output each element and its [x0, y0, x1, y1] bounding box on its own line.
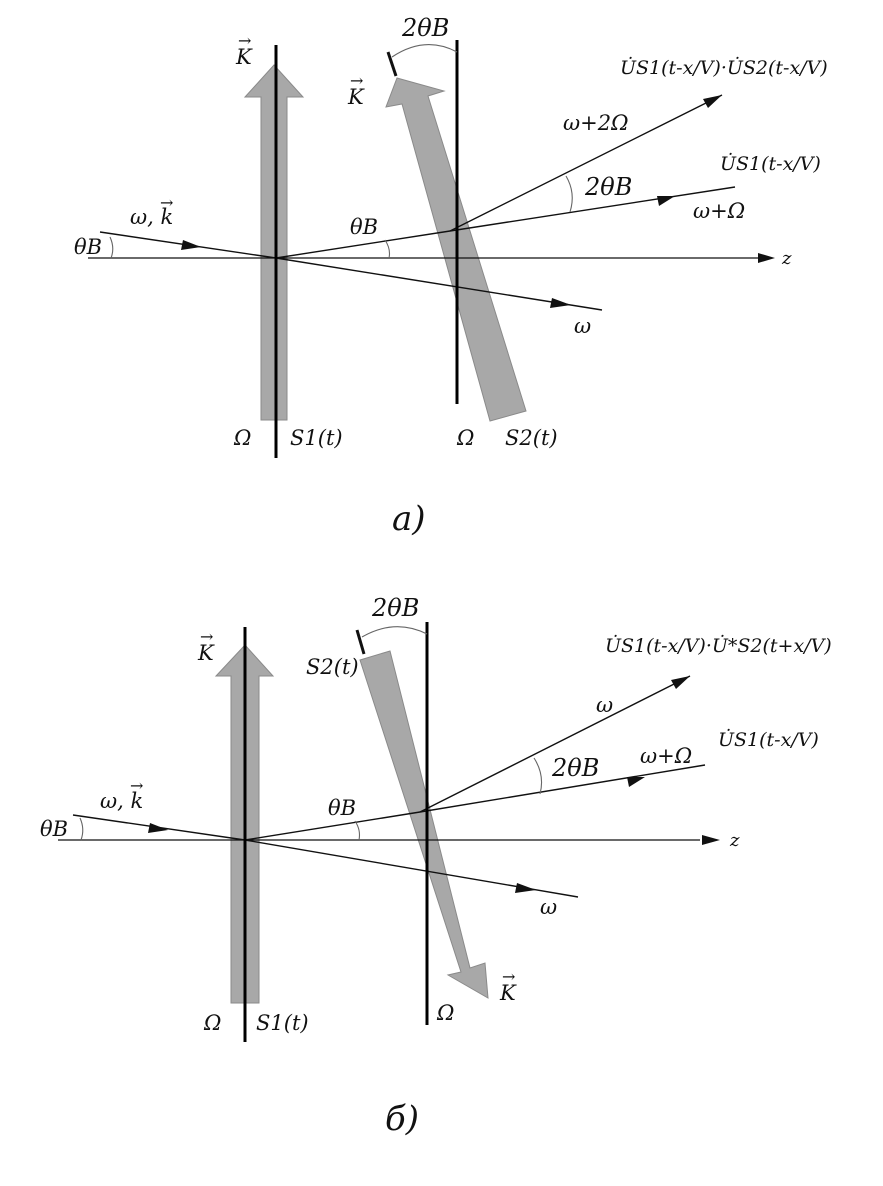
- transmitted-ray-arrowhead: [550, 298, 571, 308]
- svg-text:→: →: [350, 71, 363, 90]
- two-theta-arc-mid: [565, 175, 573, 213]
- two-theta-label-top: 2θB: [401, 14, 449, 42]
- theta-label-mid: θB: [350, 215, 378, 239]
- omega-cell-1-label: Ω: [233, 426, 251, 450]
- acoustic-beam-1: [243, 64, 305, 421]
- caption-b: б): [385, 1099, 419, 1139]
- unshifted-up-ray: [419, 675, 691, 813]
- input-wave-label: ω, k: [100, 789, 143, 813]
- diagram-a: K → K → 2θB U̇S1(t-x/V)·U̇S2(t-x/V) ω+2Ω…: [74, 14, 828, 539]
- output-product-label: U̇S1(t-x/V)·U̇S2(t-x/V): [620, 57, 828, 79]
- two-theta-label-mid: 2θB: [551, 754, 599, 782]
- svg-text:→: →: [160, 193, 173, 212]
- theta-arc-left: [109, 236, 114, 259]
- omega-cell-2-label: Ω: [456, 426, 474, 450]
- double-shift-ray: [449, 94, 723, 232]
- signal-cell-2-label: S2(t): [505, 426, 558, 450]
- single-shift-ray-arrowhead: [657, 196, 675, 206]
- svg-text:→: →: [502, 967, 515, 986]
- z-axis-arrowhead: [702, 835, 720, 845]
- theta-arc-left: [79, 817, 84, 841]
- first-diffracted-ray: [244, 811, 421, 841]
- first-diffracted-ray: [275, 230, 451, 259]
- output-single-label: U̇S1(t-x/V): [720, 153, 821, 175]
- signal-cell-1-label: S1(t): [290, 426, 343, 450]
- omega-cell-1-label: Ω: [203, 1011, 221, 1035]
- two-theta-arc-top: [361, 626, 428, 638]
- single-shift-ray-arrowhead: [627, 777, 645, 787]
- freq-omega-up-label: ω: [596, 693, 613, 717]
- vector-K-label-right: K: [347, 85, 365, 109]
- two-theta-label-mid: 2θB: [584, 173, 632, 201]
- output-product-label: U̇S1(t-x/V)·U̇*S2(t+x/V): [605, 635, 832, 657]
- signal-cell-1-label: S1(t): [256, 1011, 309, 1035]
- input-ray-arrowhead: [148, 823, 168, 833]
- z-axis-arrowhead: [758, 253, 775, 263]
- z-axis-label: z: [729, 830, 740, 851]
- svg-text:→: →: [130, 776, 143, 795]
- single-shift-ray: [419, 764, 706, 813]
- theta-label-left: θB: [74, 235, 102, 259]
- z-axis-label: z: [781, 248, 792, 269]
- vector-K-label-right: K: [499, 981, 517, 1005]
- two-theta-label-top: 2θB: [371, 594, 419, 622]
- freq-Omega-label: ω+Ω: [640, 744, 692, 768]
- freq-Omega-label: ω+Ω: [693, 199, 745, 223]
- acoustic-beam-2: [359, 650, 489, 999]
- unshifted-up-ray-arrowhead: [671, 676, 690, 689]
- double-shift-ray-arrowhead: [703, 95, 722, 108]
- caption-a: a): [392, 499, 426, 539]
- theta-label-left: θB: [40, 817, 68, 841]
- single-shift-ray: [449, 186, 736, 232]
- theta-arc-mid: [354, 820, 361, 841]
- two-theta-arc-mid: [533, 757, 543, 795]
- beam-2-normal-marker: [386, 51, 398, 77]
- two-theta-arc-top: [391, 44, 458, 58]
- diagram-b: K → 2θB S2(t) U̇S1(t-x/V)·U̇*S2(t+x/V) ω…: [40, 594, 832, 1139]
- beam-2-normal-marker: [355, 629, 366, 655]
- vector-K-label-left: K: [235, 45, 253, 69]
- svg-text:→: →: [238, 31, 251, 50]
- transmitted-ray: [275, 257, 603, 311]
- input-ray-arrowhead: [181, 240, 201, 250]
- vector-K-label-left: K: [197, 641, 215, 665]
- freq-omega-label: ω: [540, 895, 557, 919]
- signal-cell-2-label: S2(t): [306, 655, 359, 679]
- theta-label-mid: θB: [328, 796, 356, 820]
- theta-arc-mid: [384, 239, 391, 259]
- input-wave-label: ω, k: [130, 205, 173, 229]
- output-single-label: U̇S1(t-x/V): [718, 729, 819, 751]
- svg-text:→: →: [200, 627, 213, 646]
- freq-omega-label: ω: [574, 314, 591, 338]
- omega-cell-2-label: Ω: [436, 1001, 454, 1025]
- transmitted-ray-arrowhead: [515, 883, 536, 893]
- freq-2Omega-label: ω+2Ω: [563, 111, 629, 135]
